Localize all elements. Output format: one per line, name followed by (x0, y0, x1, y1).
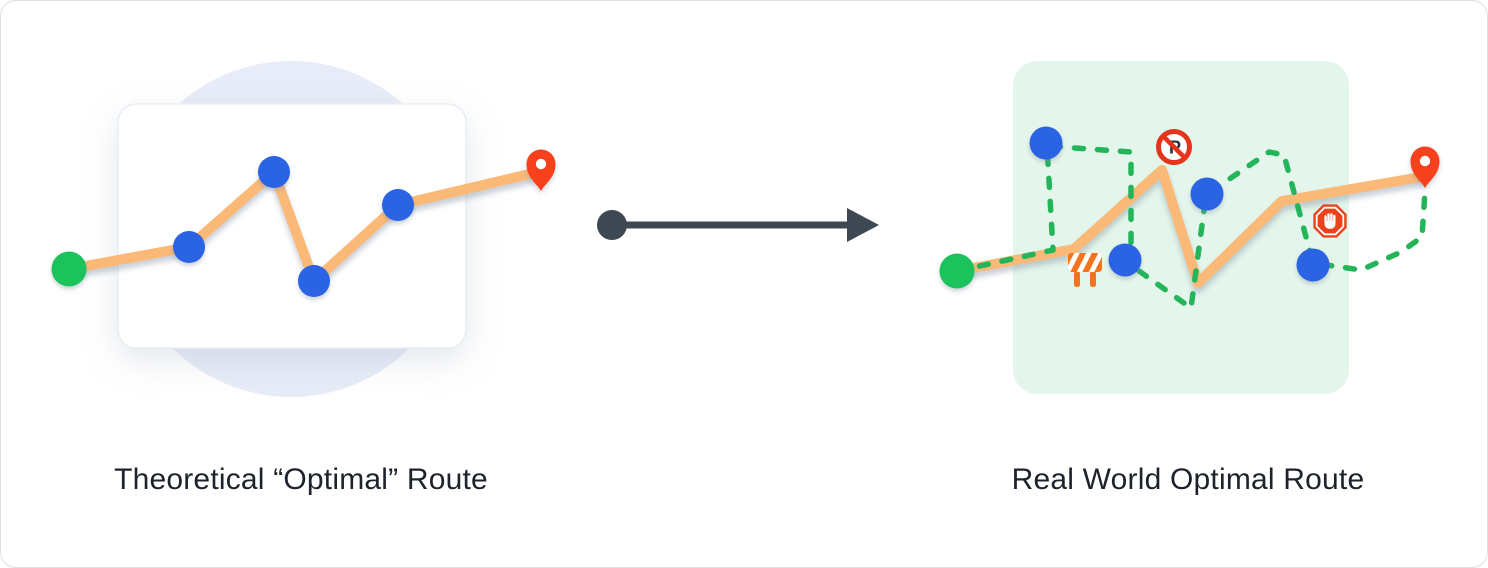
destination-pin-icon (1410, 146, 1440, 188)
waypoint-dot (1296, 248, 1330, 282)
detour-dashed-path (954, 143, 1428, 311)
real-world-route-line (952, 165, 1426, 288)
arrow-head (847, 208, 879, 242)
pin-hole (535, 158, 547, 170)
waypoint-dot (1190, 177, 1224, 211)
pin-hole (1419, 155, 1431, 167)
no-parking-sign-icon: P (1156, 129, 1192, 165)
stop-hand-sign-icon (1313, 204, 1347, 238)
waypoint-dot (173, 231, 205, 263)
waypoint-dot (1029, 126, 1063, 160)
start-dot (939, 253, 975, 289)
arrow-tail-dot (597, 210, 627, 240)
optimal-route-line (64, 167, 543, 286)
waypoint-dot (382, 189, 414, 221)
transition-arrow-icon (597, 208, 879, 242)
waypoint-dot (298, 265, 330, 297)
start-dot (51, 251, 87, 287)
destination-pin-icon (526, 149, 556, 191)
waypoint-dot (1108, 243, 1142, 277)
waypoint-dot (258, 156, 290, 188)
right-caption: Real World Optimal Route (1011, 463, 1365, 496)
road-barrier-icon (1068, 253, 1102, 287)
left-caption: Theoretical “Optimal” Route (114, 463, 488, 496)
